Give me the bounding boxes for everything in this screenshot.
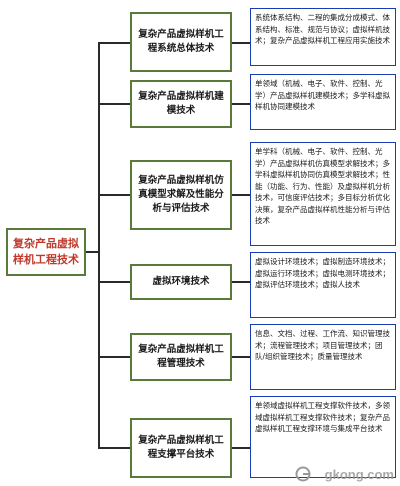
- branch-6-detail: 单领域虚拟样机工程支撑软件技术，多领域虚拟样机工程支撑软件技术；复杂产品虚拟样机…: [250, 396, 396, 478]
- connector-leaf-3: [232, 194, 250, 196]
- gkong-logo-icon: [295, 466, 311, 482]
- branch-2-title: 复杂产品虚拟样机建模技术: [130, 80, 232, 128]
- connector-trunk: [98, 42, 100, 449]
- connector-leaf-2: [232, 103, 250, 105]
- connector-leaf-5: [232, 356, 250, 358]
- connector-leaf-1: [232, 42, 250, 44]
- branch-2-detail: 单领域（机械、电子、软件、控制、光学）产品虚拟样机建模技术；多学科虚拟样机协同建…: [250, 74, 396, 130]
- watermark: gkong.com: [324, 467, 394, 482]
- connector-branch-3: [98, 194, 130, 196]
- branch-3-title: 复杂产品虚拟样机仿真模型求解及性能分析与评估技术: [130, 160, 232, 230]
- root-node: 复杂产品虚拟样机工程技术: [6, 228, 86, 276]
- branch-1-title: 复杂产品虚拟样机工程系统总体技术: [130, 12, 232, 72]
- connector-branch-6: [98, 447, 130, 449]
- branch-4-detail: 虚拟设计环境技术；虚拟制造环境技术；虚拟运行环境技术；虚拟电测环境技术；虚拟评估…: [250, 252, 396, 318]
- connector-branch-4: [98, 281, 130, 283]
- connector-leaf-4: [232, 281, 250, 283]
- connector-branch-1: [98, 42, 130, 44]
- branch-4-title: 虚拟环境技术: [130, 264, 232, 300]
- connector-leaf-6: [232, 447, 250, 449]
- branch-5-title: 复杂产品虚拟样机工程管理技术: [130, 333, 232, 381]
- branch-1-detail: 系统体系结构、二程的集成分成模式、体系结构、标准、规范与协议；虚拟样机技术；复杂…: [250, 8, 396, 66]
- connector-root: [86, 251, 98, 253]
- branch-6-title: 复杂产品虚拟样机工程支撑平台技术: [130, 418, 232, 478]
- connector-branch-5: [98, 356, 130, 358]
- branch-5-detail: 信息、文档、过程、工作流、知识管理技术；流程管理技术；项目管理技术；团队/组织管…: [250, 324, 396, 390]
- connector-branch-2: [98, 103, 130, 105]
- branch-3-detail: 单学科（机械、电子、软件、控制、光学）产品虚拟样机仿真模型求解技术；多学科虚拟样…: [250, 142, 396, 246]
